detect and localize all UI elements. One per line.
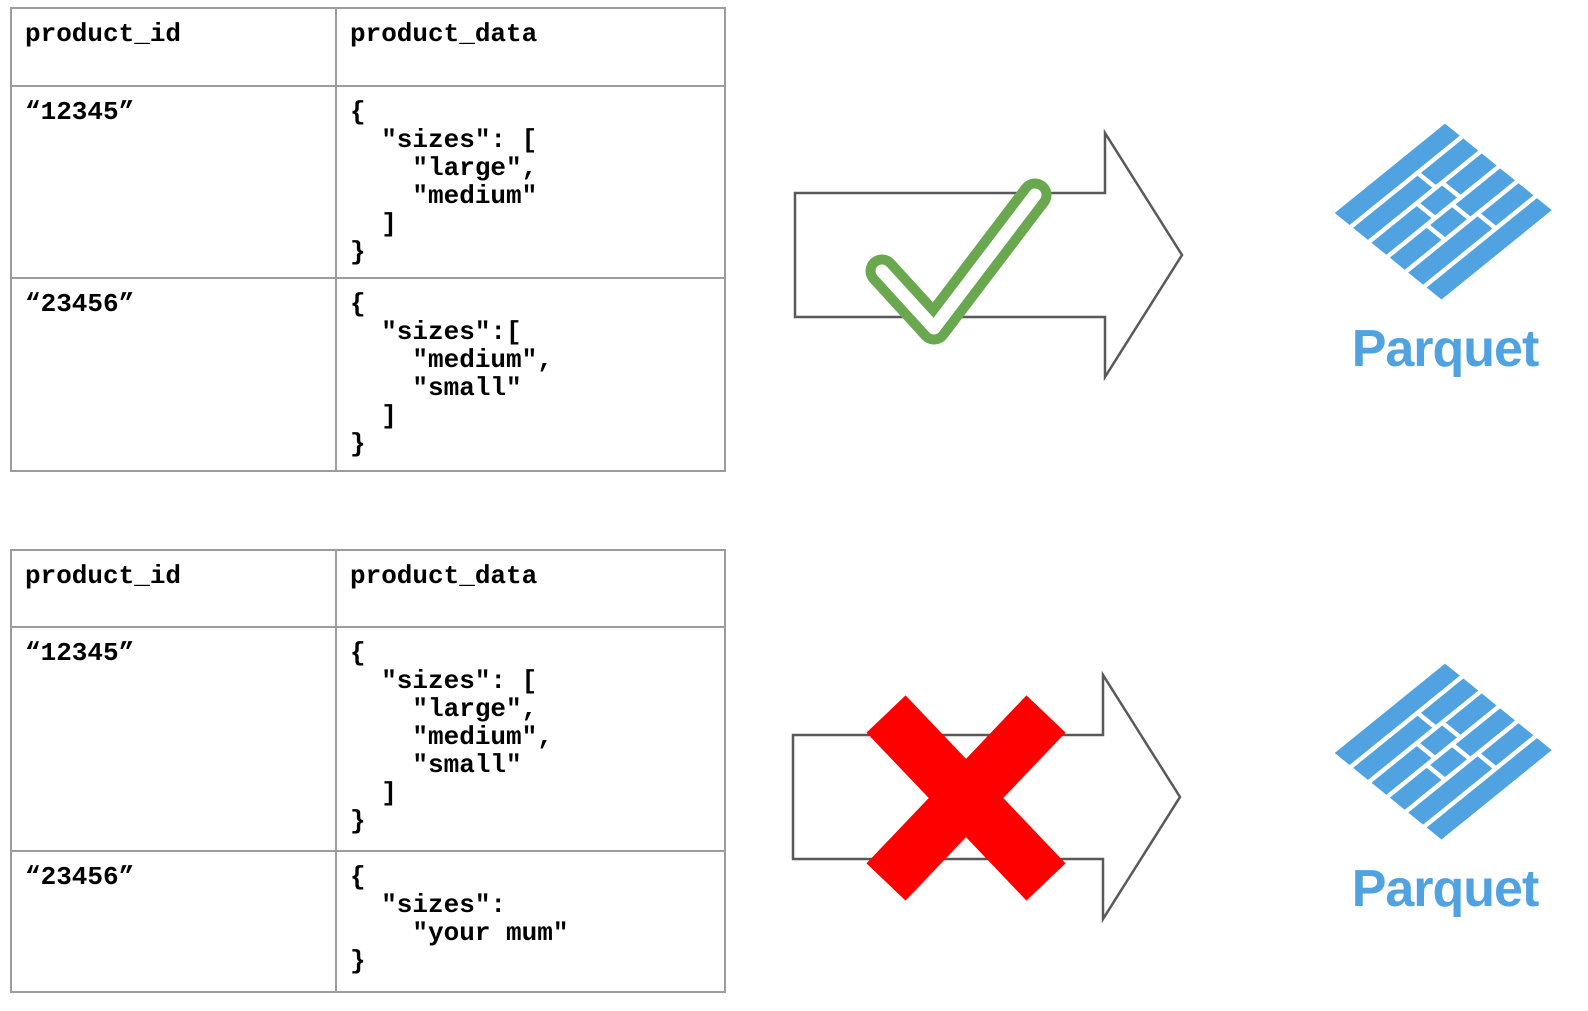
json-value: { "sizes": [ "large", "medium" ] }: [350, 97, 538, 267]
parquet-wordmark: Parquet: [1351, 860, 1540, 918]
cell-product-id: “12345”: [10, 85, 337, 279]
cell-product-data: { "sizes":[ "medium", "small" ] }: [335, 277, 726, 472]
cross-icon: [858, 688, 1074, 908]
json-value: { "sizes": "your mum" }: [350, 862, 569, 976]
table-row: “12345” { "sizes": [ "large", "medium", …: [10, 626, 726, 852]
json-value: { "sizes":[ "medium", "small" ] }: [350, 289, 553, 459]
column-header-product-data: product_data: [335, 7, 726, 87]
table-valid: product_id product_data “12345” { "sizes…: [10, 7, 726, 472]
table-invalid: product_id product_data “12345” { "sizes…: [10, 549, 726, 993]
column-header-product-id: product_id: [10, 7, 337, 87]
cell-product-data: { "sizes": [ "large", "medium", "small" …: [335, 626, 726, 852]
parquet-logo: Parquet: [1322, 663, 1568, 919]
parquet-wordmark: Parquet: [1351, 320, 1540, 378]
cell-product-id: “23456”: [10, 850, 337, 993]
table-row: “12345” { "sizes": [ "large", "medium" ]…: [10, 85, 726, 279]
table-row: “23456” { "sizes":[ "medium", "small" ] …: [10, 277, 726, 472]
parquet-logo-icon: [1334, 123, 1552, 300]
parquet-logo-icon: [1334, 663, 1552, 840]
cell-product-id: “12345”: [10, 626, 337, 852]
column-header-product-data: product_data: [335, 549, 726, 628]
table-row: product_id product_data: [10, 549, 726, 628]
json-value: { "sizes": [ "large", "medium", "small" …: [350, 638, 553, 836]
column-header-product-id: product_id: [10, 549, 337, 628]
invalid-section-table-wrap: product_id product_data “12345” { "sizes…: [10, 549, 726, 993]
cell-product-data: { "sizes": [ "large", "medium" ] }: [335, 85, 726, 279]
valid-section-table-wrap: product_id product_data “12345” { "sizes…: [10, 7, 726, 472]
parquet-logo: Parquet: [1322, 123, 1568, 379]
table-row: “23456” { "sizes": "your mum" }: [10, 850, 726, 993]
table-row: product_id product_data: [10, 7, 726, 87]
check-icon: [862, 172, 1054, 350]
cell-product-id: “23456”: [10, 277, 337, 472]
cell-product-data: { "sizes": "your mum" }: [335, 850, 726, 993]
